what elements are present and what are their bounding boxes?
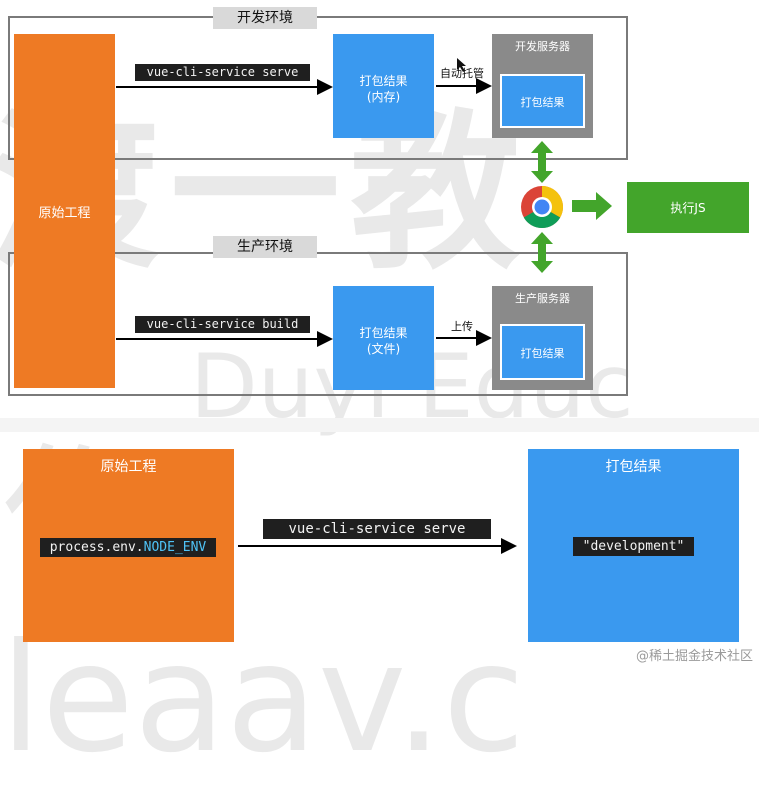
dev-server-label: 开发服务器	[515, 40, 570, 53]
execute-js-label: 执行JS	[670, 201, 706, 215]
prod-server-label: 生产服务器	[515, 292, 570, 305]
prod-bundle-sublabel: (文件)	[366, 342, 401, 356]
dev-environment-frame	[8, 16, 628, 160]
bottom-command: vue-cli-service serve	[263, 519, 491, 539]
env-variable-code: process.env.NODE_ENV	[40, 538, 216, 557]
prod-server-bundle-label: 打包结果	[520, 347, 565, 360]
dev-server-box: 开发服务器 打包结果	[492, 34, 593, 138]
execute-js-box: 执行JS	[627, 182, 749, 233]
auto-host-label: 自动托管	[440, 67, 484, 80]
bottom-bundle-label: 打包结果	[605, 459, 662, 475]
dev-bundle-box: 打包结果 (内存)	[333, 34, 434, 138]
dev-server-bundle-box: 打包结果	[500, 74, 585, 128]
section-divider	[0, 418, 759, 432]
prod-bundle-label: 打包结果	[359, 326, 408, 340]
prod-command: vue-cli-service build	[135, 316, 310, 333]
source-project-label: 原始工程	[38, 206, 91, 221]
prod-environment-frame	[8, 252, 628, 396]
dev-command: vue-cli-service serve	[135, 64, 310, 81]
dev-bundle-sublabel: (内存)	[366, 90, 401, 104]
bottom-bundle-box: 打包结果 "development"	[528, 449, 739, 642]
prod-server-box: 生产服务器 打包结果	[492, 286, 593, 390]
env-variable-name: NODE_ENV	[143, 540, 207, 555]
bottom-source-project-box: 原始工程 process.env.NODE_ENV	[23, 449, 234, 642]
env-value-code: "development"	[573, 537, 694, 556]
env-variable-prefix: process.env.	[49, 540, 144, 555]
prod-environment-label: 生产环境	[213, 236, 317, 258]
dev-server-bundle-label: 打包结果	[520, 96, 565, 109]
prod-bundle-box: 打包结果 (文件)	[333, 286, 434, 390]
footer-watermark-text: @稀土掘金技术社区	[635, 649, 753, 664]
bottom-source-project-label: 原始工程	[100, 459, 157, 475]
prod-server-bundle-box: 打包结果	[500, 324, 585, 380]
source-project-box: 原始工程	[14, 34, 115, 388]
dev-bundle-label: 打包结果	[359, 74, 408, 88]
upload-label: 上传	[451, 320, 473, 333]
dev-environment-label: 开发环境	[213, 7, 317, 29]
